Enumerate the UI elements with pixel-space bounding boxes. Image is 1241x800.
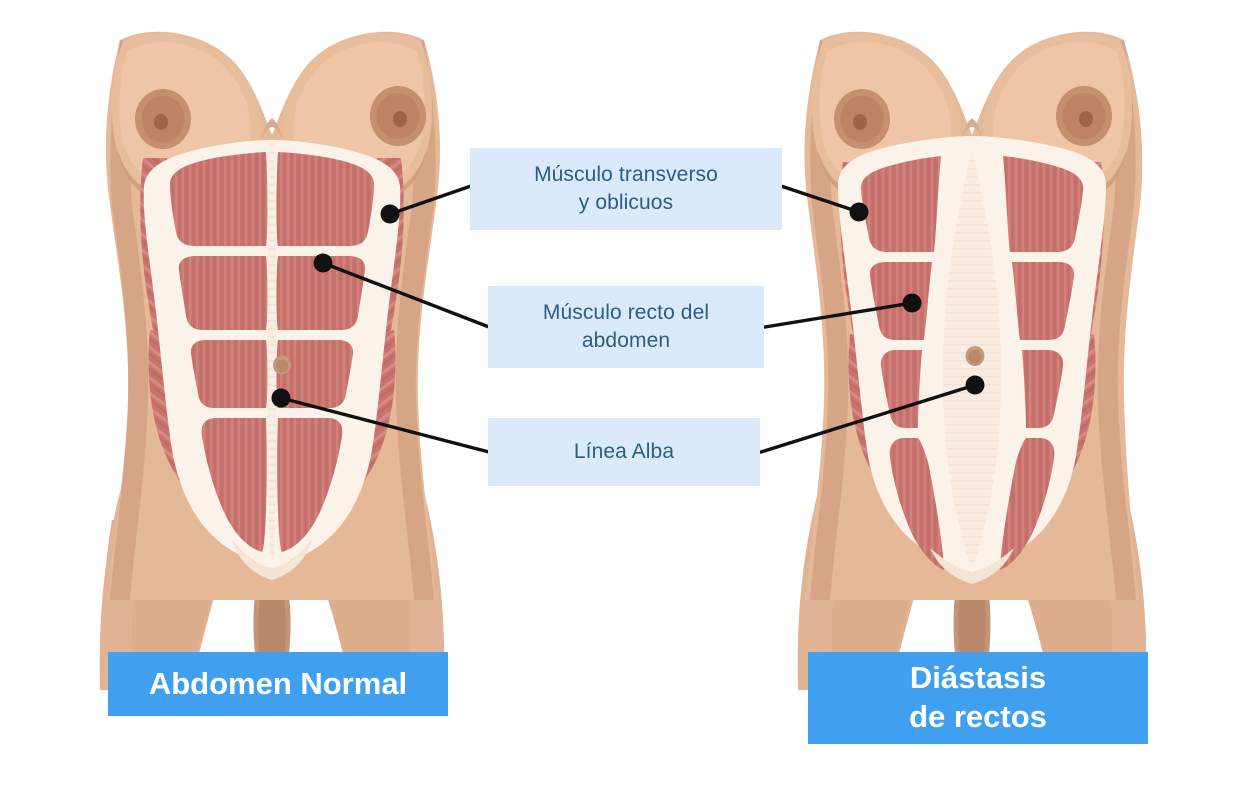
- callout-recto-line2: abdomen: [581, 329, 671, 352]
- callout-recto-line1: Músculo recto del: [542, 300, 710, 324]
- normal-linea-alba: [268, 143, 276, 560]
- leader-line-transverso-right: [779, 184, 861, 214]
- callout-recto-text: Músculo recto del abdomen: [543, 299, 709, 356]
- leader-line-recto-right: [763, 301, 914, 329]
- callout-transverso-oblicuos: Músculo transverso y oblicuos: [470, 148, 782, 230]
- banner-abdomen-normal: Abdomen Normal: [108, 652, 448, 716]
- nipple-left-diastasis: [853, 114, 867, 130]
- callout-recto-abdomen: Músculo recto del abdomen: [488, 286, 764, 368]
- nipple-left: [154, 114, 168, 130]
- figure-normal-abdomen: [99, 31, 445, 690]
- figure-diastasis-rectos: [797, 31, 1147, 690]
- callout-linea-alba: Línea Alba: [488, 418, 760, 486]
- nipple-right: [393, 111, 407, 127]
- nipple-right-diastasis: [1079, 111, 1093, 127]
- banner-abdomen-normal-label: Abdomen Normal: [148, 665, 408, 701]
- normal-rectus-abdominis: [170, 152, 374, 552]
- leader-line-transverso-left: [388, 184, 473, 216]
- leader-lines: [279, 184, 977, 454]
- leader-line-recto-left: [321, 261, 491, 329]
- callout-linea-alba-text: Línea Alba: [573, 439, 675, 463]
- banner-diastasis-rectos: Diástasis de rectos: [808, 652, 1148, 744]
- diastasis-rectus-abdominis: [860, 156, 1084, 570]
- leader-line-linea-left: [279, 396, 491, 454]
- leader-line-linea-right: [759, 383, 977, 454]
- callout-transverso-text: Músculo transverso y oblicuos: [534, 161, 718, 218]
- callout-transverso-line1: Músculo transverso: [534, 162, 718, 186]
- callout-transverso-line2: y oblicuos: [578, 191, 674, 214]
- banner-diastasis-rectos-label: Diástasis de rectos: [909, 660, 1047, 734]
